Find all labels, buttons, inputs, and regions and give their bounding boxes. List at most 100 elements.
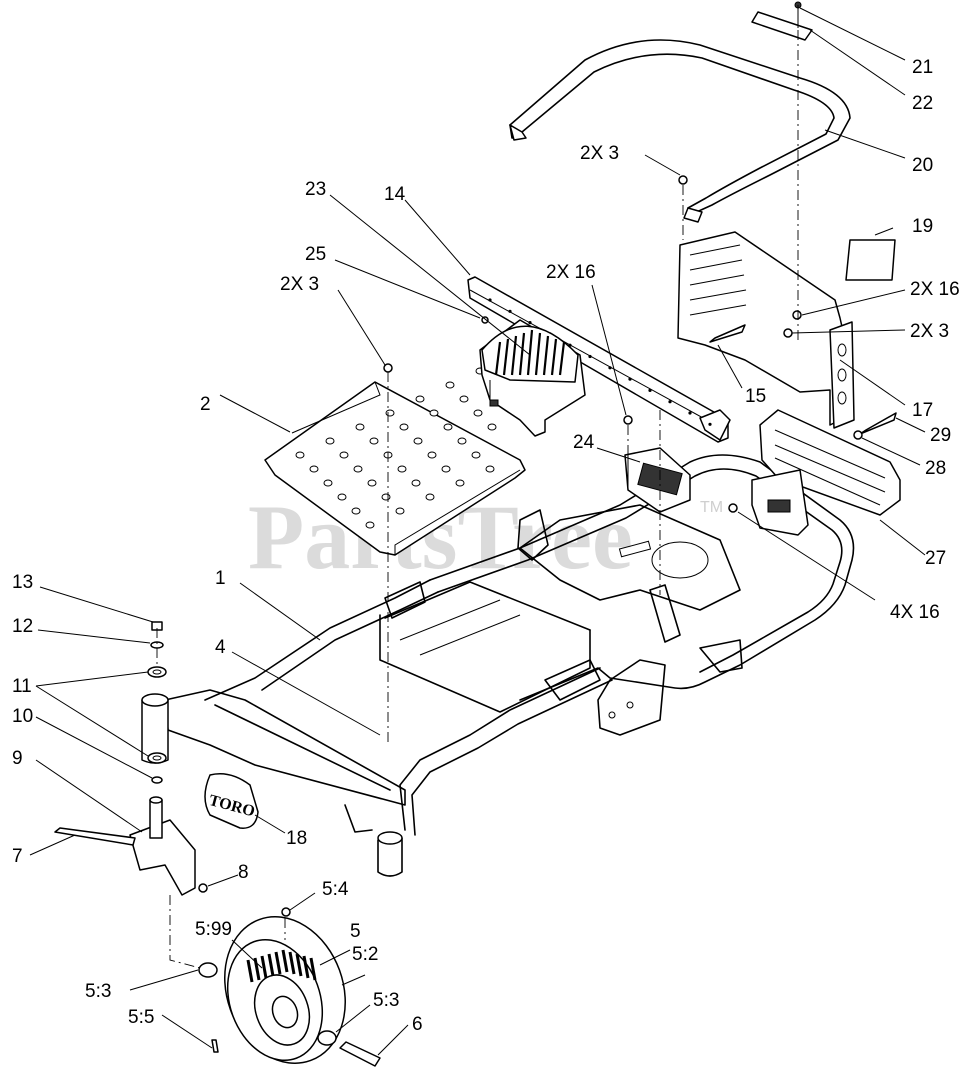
tread-rib — [260, 955, 268, 979]
tread-rib — [246, 959, 254, 983]
vent-slat — [558, 341, 566, 376]
plate-hole — [395, 507, 405, 515]
callout-22: 22 — [912, 93, 933, 114]
callout-2x3-a: 2X 3 — [580, 143, 619, 164]
callout-5: 5 — [350, 921, 361, 942]
vent-slat — [550, 338, 558, 376]
rail-hole — [688, 411, 692, 415]
plate-hole — [295, 451, 305, 459]
callout-13: 13 — [12, 572, 33, 593]
rail-hole — [528, 321, 532, 325]
vent-slat — [502, 338, 510, 376]
plate-hole — [351, 507, 361, 515]
roll-bar — [509, 11, 851, 223]
rail-hole — [488, 298, 492, 302]
plate-hole — [399, 423, 409, 431]
tread-rib — [302, 955, 310, 979]
plate-hole — [443, 423, 453, 431]
plate-hole — [339, 451, 349, 459]
plate-hole — [365, 521, 375, 529]
callout-21: 21 — [912, 57, 933, 78]
rail-hole — [668, 400, 672, 404]
callout-24: 24 — [573, 432, 595, 453]
plate-hole — [355, 423, 365, 431]
callout-2: 2 — [200, 394, 211, 415]
callout-15: 15 — [745, 386, 766, 407]
foot-plate — [264, 367, 526, 556]
plate-hole — [323, 479, 333, 487]
callout-8: 8 — [238, 862, 249, 883]
plate-hole — [397, 465, 407, 473]
callout-4x16: 4X 16 — [890, 602, 940, 623]
hardware — [383, 1, 897, 513]
tread-rib — [281, 949, 289, 973]
callout-2x16-b: 2X 16 — [546, 262, 596, 283]
plate-hole — [337, 493, 347, 501]
plate-hole — [353, 465, 363, 473]
callouts: 21 22 20 2X 3 19 2X 16 2X 3 17 23 14 25 … — [12, 57, 960, 1035]
callout-6: 6 — [412, 1014, 423, 1035]
callout-12: 12 — [12, 616, 33, 637]
plate-hole — [471, 451, 481, 459]
plate-hole — [381, 493, 391, 501]
plate-hole — [369, 437, 379, 445]
rail-hole — [508, 309, 512, 313]
callout-5-5: 5:5 — [128, 1007, 154, 1028]
plate-hole — [429, 409, 439, 417]
plate-hole — [385, 409, 395, 417]
roll-bar-bracket — [677, 231, 855, 429]
leader-lines — [29, 7, 926, 1056]
plate-hole — [427, 451, 437, 459]
callout-10: 10 — [12, 706, 33, 727]
vent-slat — [494, 341, 502, 376]
plate-hole — [457, 437, 467, 445]
toro-logo: TORO — [204, 773, 259, 829]
plate-hole — [445, 381, 455, 389]
rail-hole — [648, 388, 652, 392]
callout-11: 11 — [12, 676, 32, 697]
callout-18: 18 — [286, 828, 307, 849]
tread-rib — [295, 953, 303, 977]
caster-assembly — [54, 621, 208, 896]
callout-5-4: 5:4 — [322, 879, 349, 900]
main-frame — [164, 454, 855, 877]
vent-cover — [479, 319, 586, 437]
callout-2x3-b: 2X 3 — [910, 321, 949, 342]
plate-hole — [459, 395, 469, 403]
callout-29: 29 — [930, 425, 951, 446]
callout-1: 1 — [215, 568, 226, 589]
callout-14: 14 — [384, 184, 406, 205]
callout-2x3-c: 2X 3 — [280, 274, 319, 295]
callout-25: 25 — [305, 244, 326, 265]
step-bracket — [624, 447, 691, 513]
vent-slat — [526, 329, 534, 376]
callout-7: 7 — [12, 846, 23, 867]
tread-rib — [267, 953, 275, 977]
plate-hole — [367, 479, 377, 487]
callout-28: 28 — [925, 458, 946, 479]
rail-hole — [608, 366, 612, 370]
rail-hole — [588, 354, 592, 359]
callout-5-2: 5:2 — [352, 944, 378, 965]
callout-5-3-left: 5:3 — [85, 981, 111, 1002]
rail-hole — [628, 377, 632, 381]
plate-hole — [473, 409, 483, 417]
wheel — [198, 907, 381, 1067]
plate-hole — [411, 479, 421, 487]
vent-slat — [510, 335, 518, 376]
plate-hole — [441, 465, 451, 473]
callout-23: 23 — [305, 179, 326, 200]
vent-slat — [534, 332, 542, 376]
plate-hole — [487, 423, 497, 431]
tread-rib — [309, 957, 317, 981]
callout-19: 19 — [912, 216, 933, 237]
plate-hole — [485, 465, 495, 473]
tread-rib — [288, 951, 296, 975]
callout-5-99: 5:99 — [195, 919, 232, 940]
plate-hole — [455, 479, 465, 487]
callout-2x16-a: 2X 16 — [910, 279, 960, 300]
callout-4: 4 — [215, 637, 226, 658]
rear-cover — [751, 409, 901, 536]
callout-27: 27 — [925, 548, 946, 569]
